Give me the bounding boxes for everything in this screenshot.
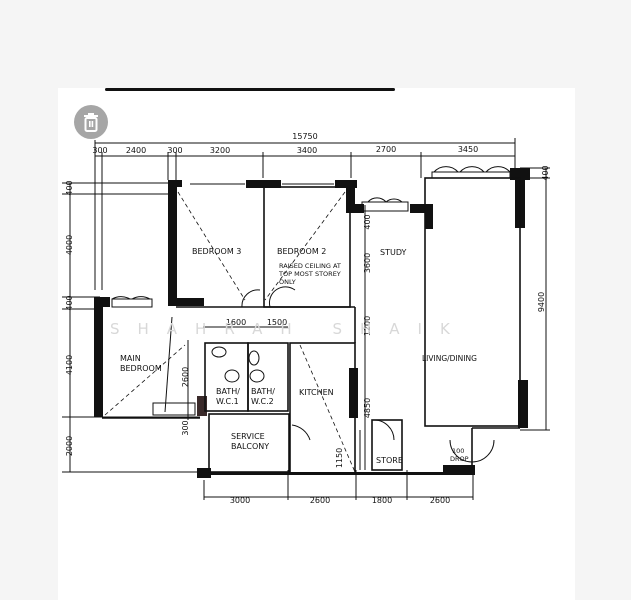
svg-text:BEDROOM: BEDROOM <box>120 364 162 373</box>
svg-text:BEDROOM 3: BEDROOM 3 <box>192 247 241 256</box>
svg-text:300: 300 <box>181 420 190 435</box>
delete-button[interactable] <box>74 105 108 139</box>
svg-text:2600: 2600 <box>181 367 190 387</box>
svg-text:BATH/: BATH/ <box>251 387 275 396</box>
svg-text:3600: 3600 <box>363 253 372 273</box>
svg-text:1150: 1150 <box>335 448 344 468</box>
svg-text:4850: 4850 <box>363 398 372 418</box>
svg-text:300: 300 <box>92 146 107 155</box>
svg-text:DROP: DROP <box>450 455 469 463</box>
svg-text:RAISED CEILING AT: RAISED CEILING AT <box>279 262 341 270</box>
svg-text:300: 300 <box>167 146 182 155</box>
svg-text:2400: 2400 <box>126 146 146 155</box>
svg-text:2600: 2600 <box>430 496 450 505</box>
svg-text:ONLY: ONLY <box>279 278 296 286</box>
svg-text:2700: 2700 <box>376 145 396 154</box>
svg-text:3000: 3000 <box>230 496 250 505</box>
svg-text:STUDY: STUDY <box>380 248 407 257</box>
svg-text:MAIN: MAIN <box>120 354 141 363</box>
svg-text:W.C.2: W.C.2 <box>251 397 274 406</box>
trash-icon <box>84 113 98 132</box>
svg-text:100: 100 <box>452 447 464 455</box>
svg-text:BATH/: BATH/ <box>216 387 240 396</box>
svg-text:2600: 2600 <box>310 496 330 505</box>
svg-text:400: 400 <box>65 295 74 310</box>
svg-text:LIVING/DINING: LIVING/DINING <box>422 354 477 363</box>
svg-text:BEDROOM 2: BEDROOM 2 <box>277 247 326 256</box>
svg-text:4000: 4000 <box>65 235 74 255</box>
svg-text:3450: 3450 <box>458 145 478 154</box>
svg-text:15750: 15750 <box>292 132 317 141</box>
svg-text:9400: 9400 <box>537 292 546 312</box>
svg-text:KITCHEN: KITCHEN <box>299 388 334 397</box>
svg-text:1500: 1500 <box>267 318 287 327</box>
svg-text:1200: 1200 <box>363 316 372 336</box>
svg-text:3200: 3200 <box>210 146 230 155</box>
svg-text:1800: 1800 <box>372 496 392 505</box>
svg-text:2000: 2000 <box>65 436 74 456</box>
svg-text:400: 400 <box>363 214 372 229</box>
svg-text:1600: 1600 <box>226 318 246 327</box>
floor-plan-sheet <box>58 88 575 600</box>
scan-edge-line <box>105 88 395 91</box>
svg-text:BALCONY: BALCONY <box>231 442 269 451</box>
watermark-text: SHAHRAH SHAIK <box>110 320 468 338</box>
svg-text:SERVICE: SERVICE <box>231 432 265 441</box>
svg-text:3400: 3400 <box>297 146 317 155</box>
svg-text:400: 400 <box>65 180 74 195</box>
svg-text:TOP MOST STOREY: TOP MOST STOREY <box>278 270 341 278</box>
svg-text:4100: 4100 <box>65 355 74 375</box>
svg-text:W.C.1: W.C.1 <box>216 397 239 406</box>
svg-text:400: 400 <box>541 165 550 180</box>
svg-text:STORE: STORE <box>376 456 403 465</box>
